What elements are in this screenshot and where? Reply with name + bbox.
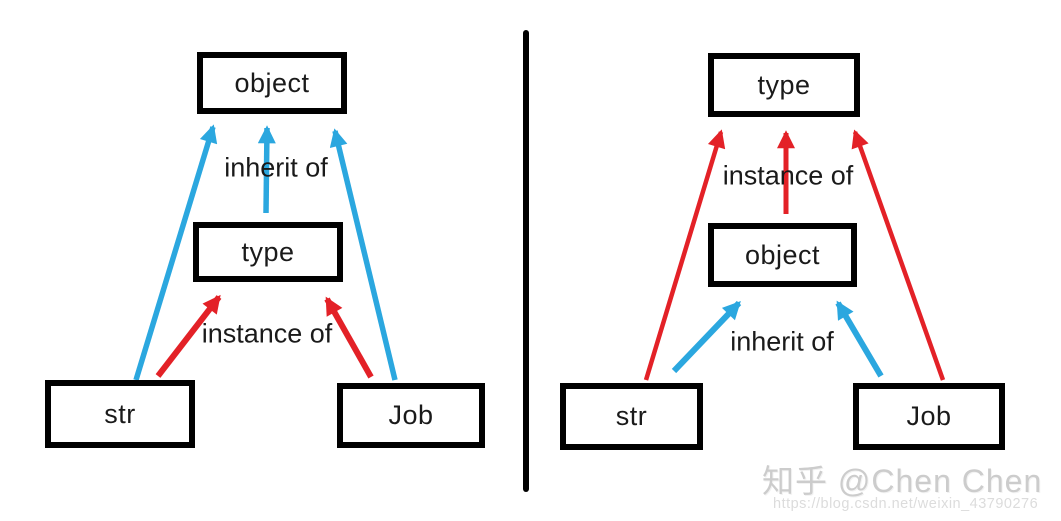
node-left-job: Job: [337, 383, 485, 448]
arrow-right-instance-job-to-type: [851, 129, 946, 381]
panel-divider: [523, 30, 529, 492]
node-right-type: type: [708, 53, 860, 117]
arrow-right-inherit-job-to-object: [835, 300, 884, 378]
arrow-right-instance-str-to-type: [643, 129, 726, 381]
node-right-str: str: [560, 383, 703, 450]
label-left-inherit-of: inherit of: [224, 152, 328, 183]
node-left-str: str: [45, 380, 195, 448]
arrow-left-inherit-type-to-object: [257, 125, 276, 214]
arrow-left-instance-str-to-type: [155, 294, 222, 378]
node-right-object: object: [708, 223, 857, 287]
node-left-object: object: [197, 52, 347, 114]
arrow-right-inherit-str-to-object: [671, 300, 742, 374]
node-left-type: type: [193, 222, 343, 282]
arrow-left-instance-job-to-type: [324, 296, 374, 379]
label-right-inherit-of: inherit of: [730, 326, 834, 357]
label-left-instance-of: instance of: [201, 318, 333, 349]
watermark-url: https://blog.csdn.net/weixin_43790276: [773, 496, 1039, 512]
arrow-left-inherit-job-to-object: [329, 128, 398, 381]
node-right-job: Job: [853, 383, 1005, 450]
watermark-author: 知乎 @Chen Chen: [762, 463, 1043, 499]
arrow-left-inherit-str-to-object: [133, 124, 218, 381]
label-right-instance-of: instance of: [722, 160, 854, 191]
